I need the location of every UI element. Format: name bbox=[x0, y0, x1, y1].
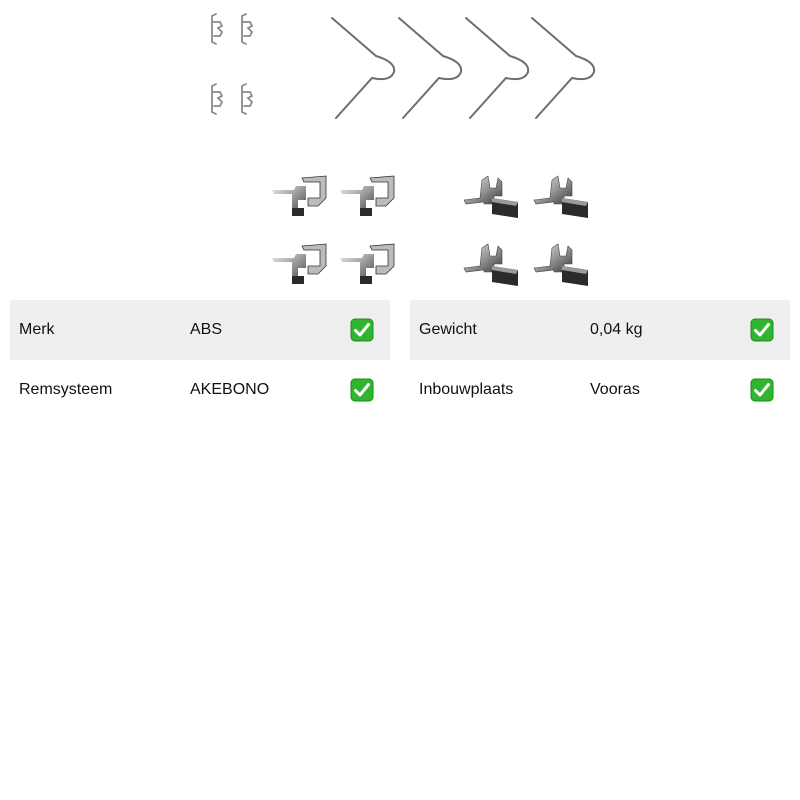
product-image bbox=[211, 13, 596, 286]
wire-spring bbox=[531, 17, 596, 119]
spec-value: ABS bbox=[190, 321, 223, 338]
retaining-clip bbox=[463, 243, 518, 286]
check-mark-button-icon bbox=[350, 318, 374, 342]
spec-value: 0,04 kg bbox=[590, 321, 643, 338]
angled-clip bbox=[272, 175, 327, 216]
check-mark-button-icon bbox=[750, 318, 774, 342]
hook-clip bbox=[211, 13, 224, 45]
spec-label: Remsysteem bbox=[19, 381, 113, 398]
retaining-clip bbox=[533, 243, 588, 286]
wire-spring bbox=[465, 17, 530, 119]
spec-value: Vooras bbox=[590, 381, 640, 398]
spec-row-merk: Merk ABS bbox=[10, 300, 390, 360]
retaining-clip bbox=[533, 175, 588, 218]
spec-label: Merk bbox=[19, 321, 55, 338]
check-mark-button-icon bbox=[750, 378, 774, 402]
specs-column-right: Gewicht 0,04 kg Inbouwplaats Vooras bbox=[410, 300, 790, 420]
specs-table: Merk ABS Remsysteem AKEBONO Gewicht 0,04… bbox=[10, 300, 790, 420]
spec-label: Gewicht bbox=[419, 321, 477, 338]
wire-spring bbox=[331, 17, 396, 119]
spec-value: AKEBONO bbox=[190, 381, 270, 398]
angled-clip bbox=[272, 243, 327, 284]
wire-spring bbox=[398, 17, 463, 119]
specs-column-left: Merk ABS Remsysteem AKEBONO bbox=[10, 300, 390, 420]
hook-clips-group bbox=[211, 13, 254, 115]
spec-row-remsysteem: Remsysteem AKEBONO bbox=[10, 360, 390, 420]
hook-clip bbox=[241, 13, 254, 45]
retaining-clip bbox=[463, 175, 518, 218]
hook-clip bbox=[241, 83, 254, 115]
angled-clips-group bbox=[272, 175, 395, 284]
wire-springs-group bbox=[331, 17, 596, 119]
spec-label: Inbouwplaats bbox=[419, 381, 514, 398]
spec-row-inbouwplaats: Inbouwplaats Vooras bbox=[410, 360, 790, 420]
angled-clip bbox=[340, 243, 395, 284]
retaining-clips-group bbox=[463, 175, 588, 286]
hook-clip bbox=[211, 83, 224, 115]
angled-clip bbox=[340, 175, 395, 216]
check-mark-button-icon bbox=[350, 378, 374, 402]
spec-row-gewicht: Gewicht 0,04 kg bbox=[410, 300, 790, 360]
